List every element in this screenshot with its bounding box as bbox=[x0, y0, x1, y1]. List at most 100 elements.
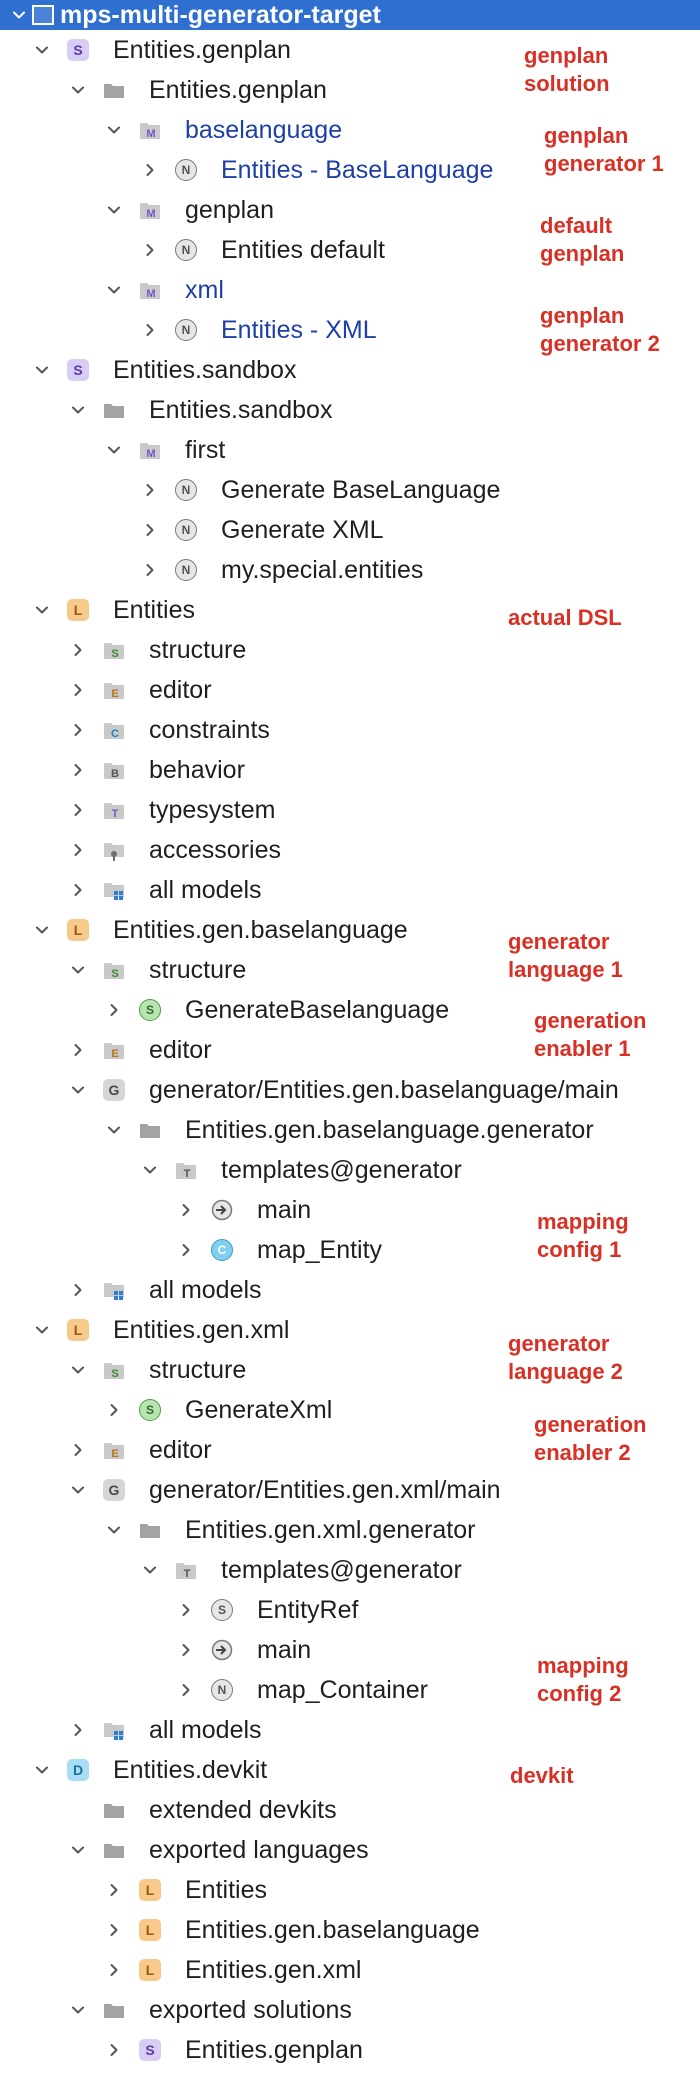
chevron-down-icon[interactable] bbox=[139, 1150, 161, 1190]
chevron-right-icon[interactable] bbox=[67, 630, 89, 670]
chevron-right-icon[interactable] bbox=[67, 790, 89, 830]
chevron-right-icon[interactable] bbox=[139, 230, 161, 270]
chevron-right-icon[interactable] bbox=[175, 1230, 197, 1270]
chevron-down-icon[interactable] bbox=[103, 1510, 125, 1550]
chevron-down-icon[interactable] bbox=[103, 430, 125, 470]
chevron-down-icon[interactable] bbox=[31, 1750, 53, 1790]
chevron-right-icon[interactable] bbox=[67, 1270, 89, 1310]
tree-item-entities-genplan[interactable]: Entities.genplan bbox=[0, 70, 700, 110]
tree-item-all-models[interactable]: all models bbox=[0, 1270, 700, 1310]
tree-item-exported-solutions[interactable]: exported solutions bbox=[0, 1990, 700, 2030]
chevron-down-icon[interactable] bbox=[31, 590, 53, 630]
chevron-down-icon[interactable] bbox=[31, 30, 53, 70]
tree-item-extended-devkits[interactable]: extended devkits bbox=[0, 1790, 700, 1830]
chevron-right-icon[interactable] bbox=[175, 1670, 197, 1710]
tree-item-all-models[interactable]: all models bbox=[0, 1710, 700, 1750]
chevron-down-icon[interactable] bbox=[67, 950, 89, 990]
tree-item-exported-languages[interactable]: exported languages bbox=[0, 1830, 700, 1870]
chevron-right-icon[interactable] bbox=[139, 150, 161, 190]
chevron-right-icon[interactable] bbox=[139, 550, 161, 590]
chevron-down-icon[interactable] bbox=[67, 390, 89, 430]
chevron-right-icon[interactable] bbox=[175, 1590, 197, 1630]
chevron-right-icon[interactable] bbox=[103, 1950, 125, 1990]
chevron-down-icon[interactable] bbox=[67, 1070, 89, 1110]
chevron-down-icon[interactable] bbox=[8, 0, 30, 30]
chevron-right-icon[interactable] bbox=[67, 670, 89, 710]
chevron-right-icon[interactable] bbox=[103, 1910, 125, 1950]
chevron-down-icon[interactable] bbox=[31, 1310, 53, 1350]
chevron-right-icon[interactable] bbox=[139, 470, 161, 510]
chevron-right-icon[interactable] bbox=[103, 1390, 125, 1430]
tree-item-entities-sandbox[interactable]: Entities.sandbox bbox=[0, 390, 700, 430]
chevron-down-icon[interactable] bbox=[103, 1110, 125, 1150]
chevron-down-icon[interactable] bbox=[67, 1990, 89, 2030]
chevron-right-icon[interactable] bbox=[103, 2030, 125, 2070]
chevron-right-icon[interactable] bbox=[67, 830, 89, 870]
chevron-down-icon[interactable] bbox=[103, 270, 125, 310]
chevron-down-icon[interactable] bbox=[103, 110, 125, 150]
chevron-right-icon[interactable] bbox=[67, 1430, 89, 1470]
chevron-down-icon[interactable] bbox=[67, 1350, 89, 1390]
chevron-right-icon[interactable] bbox=[175, 1630, 197, 1670]
chevron-right-icon[interactable] bbox=[103, 990, 125, 1030]
chevron-down-icon[interactable] bbox=[103, 190, 125, 230]
chevron-right-icon[interactable] bbox=[139, 510, 161, 550]
chevron-right-icon[interactable] bbox=[67, 1710, 89, 1750]
chevron-down-icon[interactable] bbox=[67, 1830, 89, 1870]
chevron-right-icon[interactable] bbox=[175, 1190, 197, 1230]
tree-item-main[interactable]: main bbox=[0, 1630, 700, 1670]
chevron-right-icon[interactable] bbox=[103, 1870, 125, 1910]
chevron-right-icon[interactable] bbox=[67, 750, 89, 790]
chevron-right-icon[interactable] bbox=[67, 1030, 89, 1070]
chevron-down-icon[interactable] bbox=[67, 1470, 89, 1510]
tree-item-accessories[interactable]: accessories bbox=[0, 830, 700, 870]
chevron-right-icon[interactable] bbox=[139, 310, 161, 350]
chevron-down-icon[interactable] bbox=[31, 350, 53, 390]
chevron-down-icon[interactable] bbox=[31, 910, 53, 950]
chevron-down-icon[interactable] bbox=[139, 1550, 161, 1590]
tree-item-entities-gen-baselanguage-generator[interactable]: Entities.gen.baselanguage.generator bbox=[0, 1110, 700, 1150]
tree-item-main[interactable]: main bbox=[0, 1190, 700, 1230]
chevron-right-icon[interactable] bbox=[67, 710, 89, 750]
tree-item-entities-gen-xml-generator[interactable]: Entities.gen.xml.generator bbox=[0, 1510, 700, 1550]
chevron-down-icon[interactable] bbox=[67, 70, 89, 110]
